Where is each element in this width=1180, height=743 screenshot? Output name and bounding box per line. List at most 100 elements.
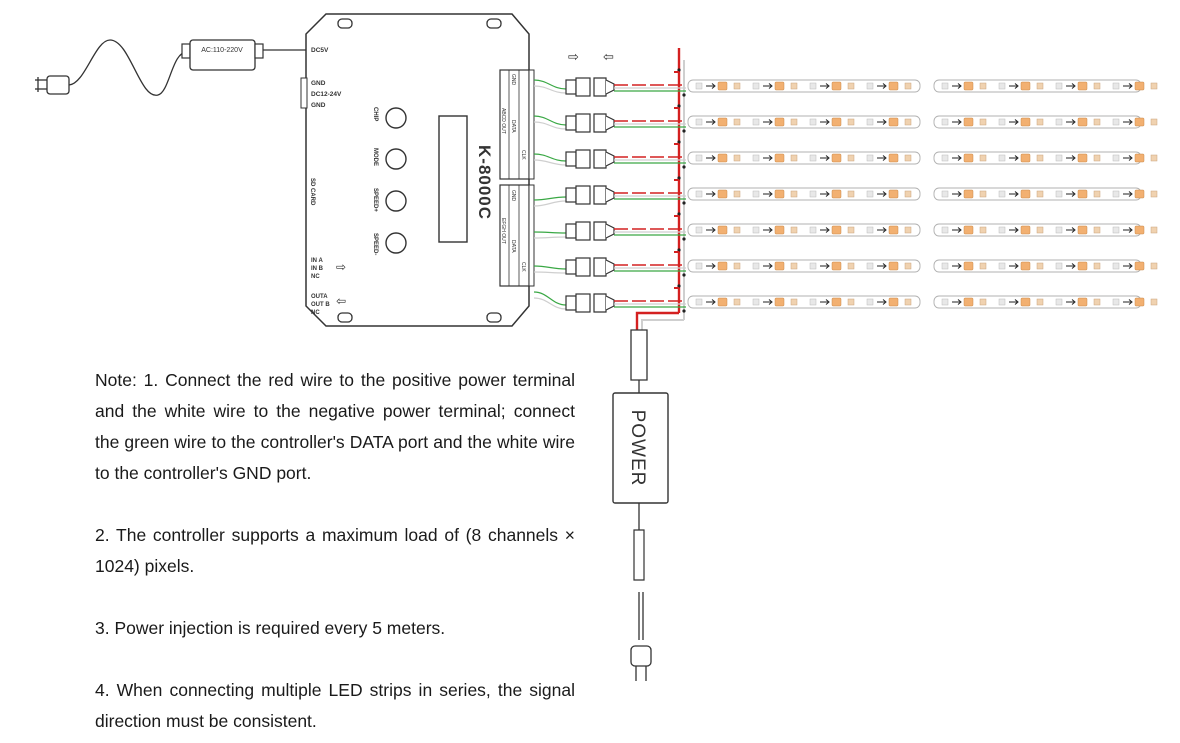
signal-direction-arrowhead bbox=[825, 155, 830, 161]
signal-direction-arrowhead bbox=[1128, 155, 1133, 161]
led-resistor bbox=[941, 118, 949, 126]
terminal-abcd-pin-gnd: GND bbox=[510, 74, 516, 86]
bus-tap-positive bbox=[677, 104, 681, 108]
led-capacitor bbox=[979, 226, 987, 234]
gnd-wire bbox=[533, 85, 567, 94]
led-resistor bbox=[1055, 154, 1063, 162]
led-capacitor bbox=[904, 190, 912, 198]
port-dc5v-label: DC5V bbox=[311, 47, 329, 54]
speed-down-button bbox=[385, 232, 407, 254]
signal-direction-arrowhead bbox=[711, 119, 716, 125]
led-capacitor bbox=[1036, 154, 1044, 162]
connector-male-body bbox=[575, 185, 591, 205]
led-resistor bbox=[998, 298, 1006, 306]
mode-button-label: MODE bbox=[372, 148, 378, 166]
led-capacitor bbox=[1150, 154, 1158, 162]
port-out-b: OUT B bbox=[311, 302, 330, 308]
signal-direction-arrowhead bbox=[711, 83, 716, 89]
out-arrow-icon: ⇦ bbox=[336, 294, 346, 308]
bus-tap-negative bbox=[682, 201, 686, 205]
connector-male-body bbox=[575, 113, 591, 133]
led-chip bbox=[963, 261, 974, 271]
led-resistor bbox=[695, 82, 703, 90]
led-capacitor bbox=[790, 82, 798, 90]
connector-male-body bbox=[575, 221, 591, 241]
led-capacitor bbox=[733, 82, 741, 90]
connector-female bbox=[593, 221, 607, 241]
led-chip bbox=[1077, 225, 1088, 235]
led-resistor bbox=[809, 226, 817, 234]
signal-direction-arrowhead bbox=[768, 227, 773, 233]
terminal-abcd-pin-clk: CLK bbox=[520, 150, 526, 160]
bus-tap-positive bbox=[677, 68, 681, 72]
led-strip-segment bbox=[687, 79, 921, 93]
connector-male bbox=[565, 79, 577, 95]
led-chip bbox=[888, 189, 899, 199]
led-chip bbox=[831, 81, 842, 91]
led-chip bbox=[717, 81, 728, 91]
gnd-wire bbox=[533, 236, 567, 239]
led-resistor bbox=[941, 190, 949, 198]
note-3: 3. Power injection is required every 5 m… bbox=[95, 618, 446, 638]
port-out-a: OUTA bbox=[311, 294, 328, 300]
led-chip bbox=[888, 261, 899, 271]
led-chip bbox=[888, 117, 899, 127]
signal-direction-arrowhead bbox=[1128, 299, 1133, 305]
led-strip-segment bbox=[687, 223, 921, 237]
signal-direction-arrowhead bbox=[1071, 299, 1076, 305]
data-wire bbox=[533, 265, 567, 270]
led-chip bbox=[1020, 81, 1031, 91]
led-resistor bbox=[695, 298, 703, 306]
signal-direction-arrowhead bbox=[882, 263, 887, 269]
connector-female bbox=[593, 113, 607, 133]
led-chip bbox=[774, 225, 785, 235]
bus-tap-negative bbox=[682, 309, 686, 313]
bus-tap-positive bbox=[677, 284, 681, 288]
signal-direction-arrowhead bbox=[711, 263, 716, 269]
led-capacitor bbox=[1150, 262, 1158, 270]
led-resistor bbox=[1055, 226, 1063, 234]
led-capacitor bbox=[904, 298, 912, 306]
connector-female bbox=[593, 77, 607, 97]
led-resistor bbox=[1112, 298, 1120, 306]
led-capacitor bbox=[979, 298, 987, 306]
led-capacitor bbox=[979, 118, 987, 126]
led-capacitor bbox=[1036, 262, 1044, 270]
power-label: POWER bbox=[627, 410, 648, 487]
terminal-label-abcd: ABCD OUT bbox=[500, 108, 506, 134]
led-resistor bbox=[752, 154, 760, 162]
led-chip bbox=[774, 297, 785, 307]
led-capacitor bbox=[904, 82, 912, 90]
signal-direction-arrowhead bbox=[1128, 191, 1133, 197]
signal-direction-arrowhead bbox=[1128, 227, 1133, 233]
led-chip bbox=[774, 189, 785, 199]
port-dc12-24v: DC12-24V bbox=[311, 91, 342, 98]
led-capacitor bbox=[847, 298, 855, 306]
led-resistor bbox=[809, 190, 817, 198]
signal-direction-arrowhead bbox=[825, 191, 830, 197]
led-capacitor bbox=[979, 262, 987, 270]
led-resistor bbox=[1112, 118, 1120, 126]
gnd-wire bbox=[533, 159, 567, 166]
led-capacitor bbox=[1036, 190, 1044, 198]
bus-tap-positive bbox=[677, 248, 681, 252]
led-chip bbox=[888, 297, 899, 307]
led-chip bbox=[831, 261, 842, 271]
signal-direction-arrowhead bbox=[1071, 263, 1076, 269]
led-capacitor bbox=[1150, 82, 1158, 90]
led-capacitor bbox=[790, 298, 798, 306]
led-resistor bbox=[941, 82, 949, 90]
note-1: Note: 1. Connect the red wire to the pos… bbox=[95, 370, 575, 483]
led-chip bbox=[1134, 81, 1145, 91]
led-resistor bbox=[809, 118, 817, 126]
gnd-wire bbox=[533, 200, 567, 207]
gnd-wire bbox=[533, 297, 567, 310]
led-resistor bbox=[752, 118, 760, 126]
speed-down-button-label: SPEED- bbox=[372, 233, 378, 255]
signal-direction-arrowhead bbox=[825, 119, 830, 125]
signal-direction-arrowhead bbox=[1071, 191, 1076, 197]
led-chip bbox=[717, 225, 728, 235]
signal-direction-arrowhead bbox=[1014, 155, 1019, 161]
led-capacitor bbox=[733, 190, 741, 198]
led-capacitor bbox=[904, 154, 912, 162]
